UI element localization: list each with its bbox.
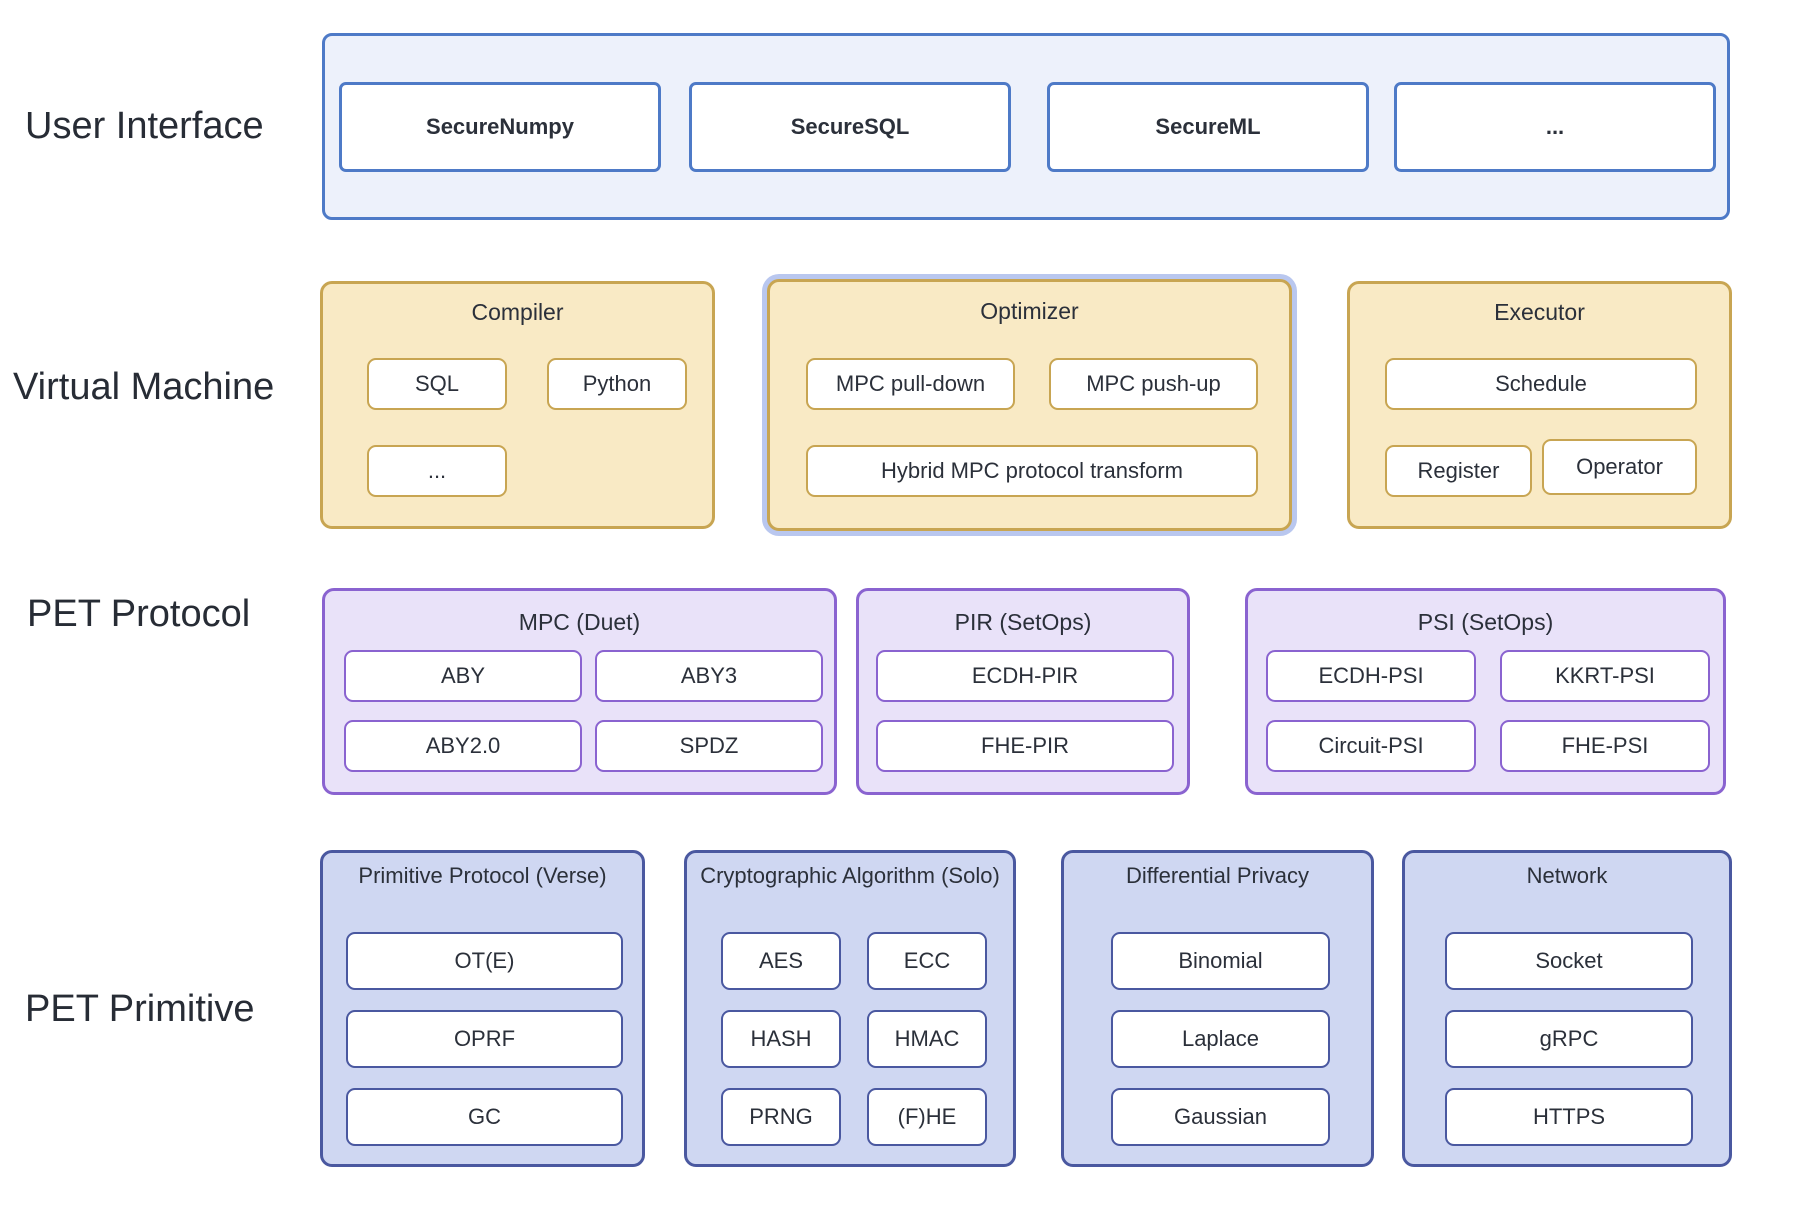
- chip-gaussian: Gaussian: [1111, 1088, 1330, 1146]
- layer-label-pet-protocol: PET Protocol: [27, 593, 251, 635]
- chip-register: Register: [1385, 445, 1532, 497]
- chip-gc: GC: [346, 1088, 623, 1146]
- chip-compiler-ellipsis: ...: [367, 445, 507, 497]
- chip-https: HTTPS: [1445, 1088, 1693, 1146]
- chip-ecc: ECC: [867, 932, 987, 990]
- mpc-duet-group: MPC (Duet) ABY ABY3 ABY2.0 SPDZ: [322, 588, 837, 795]
- chip-spdz: SPDZ: [595, 720, 823, 772]
- chip-fhe-pir: FHE-PIR: [876, 720, 1174, 772]
- user-interface-container: SecureNumpy SecureSQL SecureML ...: [322, 33, 1730, 220]
- executor-group: Executor Schedule Register Operator: [1347, 281, 1732, 529]
- chip-aby: ABY: [344, 650, 582, 702]
- pir-setops-group: PIR (SetOps) ECDH-PIR FHE-PIR: [856, 588, 1190, 795]
- primitive-protocol-verse-group: Primitive Protocol (Verse) OT(E) OPRF GC: [320, 850, 645, 1167]
- chip-ot-e: OT(E): [346, 932, 623, 990]
- chip-sql: SQL: [367, 358, 507, 410]
- differential-privacy-title: Differential Privacy: [1126, 863, 1309, 888]
- chip-python: Python: [547, 358, 687, 410]
- chip-securenumpy: SecureNumpy: [339, 82, 661, 172]
- layer-label-user-interface: User Interface: [25, 105, 264, 147]
- optimizer-group: Optimizer MPC pull-down MPC push-up Hybr…: [767, 279, 1292, 531]
- optimizer-title: Optimizer: [980, 298, 1079, 324]
- chip-oprf: OPRF: [346, 1010, 623, 1068]
- chip-socket: Socket: [1445, 932, 1693, 990]
- chip-binomial: Binomial: [1111, 932, 1330, 990]
- compiler-group: Compiler SQL Python ...: [320, 281, 715, 529]
- cryptographic-algorithm-solo-title: Cryptographic Algorithm (Solo): [700, 863, 1000, 888]
- chip-mpc-pull-down: MPC pull-down: [806, 358, 1015, 410]
- primitive-protocol-verse-title: Primitive Protocol (Verse): [358, 863, 607, 888]
- pir-setops-title: PIR (SetOps): [954, 609, 1092, 635]
- chip-ecdh-psi: ECDH-PSI: [1266, 650, 1476, 702]
- differential-privacy-group: Differential Privacy Binomial Laplace Ga…: [1061, 850, 1374, 1167]
- chip-laplace: Laplace: [1111, 1010, 1330, 1068]
- chip-ui-ellipsis: ...: [1394, 82, 1716, 172]
- network-group: Network Socket gRPC HTTPS: [1402, 850, 1732, 1167]
- chip-aby3: ABY3: [595, 650, 823, 702]
- chip-aes: AES: [721, 932, 841, 990]
- chip-schedule: Schedule: [1385, 358, 1697, 410]
- mpc-duet-title: MPC (Duet): [518, 609, 641, 635]
- chip-grpc: gRPC: [1445, 1010, 1693, 1068]
- chip-aby2-0: ABY2.0: [344, 720, 582, 772]
- chip-securesql: SecureSQL: [689, 82, 1011, 172]
- psi-setops-title: PSI (SetOps): [1417, 609, 1554, 635]
- layer-label-virtual-machine: Virtual Machine: [13, 366, 275, 408]
- compiler-title: Compiler: [471, 299, 564, 325]
- chip-kkrt-psi: KKRT-PSI: [1500, 650, 1710, 702]
- psi-setops-group: PSI (SetOps) ECDH-PSI KKRT-PSI Circuit-P…: [1245, 588, 1726, 795]
- chip-fhe: (F)HE: [867, 1088, 987, 1146]
- network-title: Network: [1526, 863, 1608, 888]
- chip-mpc-push-up: MPC push-up: [1049, 358, 1258, 410]
- chip-prng: PRNG: [721, 1088, 841, 1146]
- executor-title: Executor: [1494, 299, 1585, 325]
- layer-label-pet-primitive: PET Primitive: [25, 988, 255, 1030]
- chip-operator: Operator: [1542, 439, 1697, 495]
- chip-hybrid-mpc-protocol-transform: Hybrid MPC protocol transform: [806, 445, 1258, 497]
- chip-secureml: SecureML: [1047, 82, 1369, 172]
- cryptographic-algorithm-solo-group: Cryptographic Algorithm (Solo) AES ECC H…: [684, 850, 1016, 1167]
- chip-ecdh-pir: ECDH-PIR: [876, 650, 1174, 702]
- chip-fhe-psi: FHE-PSI: [1500, 720, 1710, 772]
- chip-circuit-psi: Circuit-PSI: [1266, 720, 1476, 772]
- chip-hash: HASH: [721, 1010, 841, 1068]
- chip-hmac: HMAC: [867, 1010, 987, 1068]
